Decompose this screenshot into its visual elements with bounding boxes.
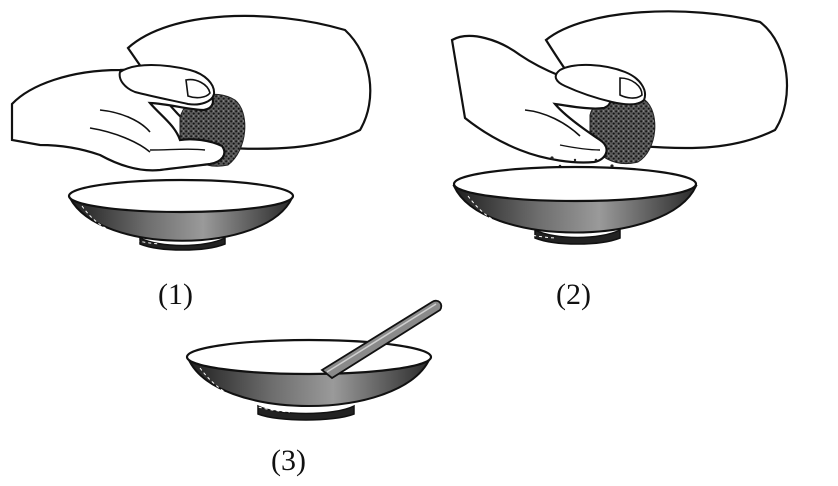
panel-1-bowl-icon <box>69 180 293 250</box>
panel-1-illustration <box>12 16 370 250</box>
bowl-with-stirring-stick-icon <box>187 340 431 420</box>
panel-2-illustration <box>452 11 787 244</box>
panel-1-label: (1) <box>158 280 193 310</box>
panel-2-bowl-icon <box>454 167 696 244</box>
panel-2-label: (2) <box>556 280 591 310</box>
panel-3-illustration <box>187 301 441 420</box>
panel-3-label: (3) <box>271 446 306 476</box>
